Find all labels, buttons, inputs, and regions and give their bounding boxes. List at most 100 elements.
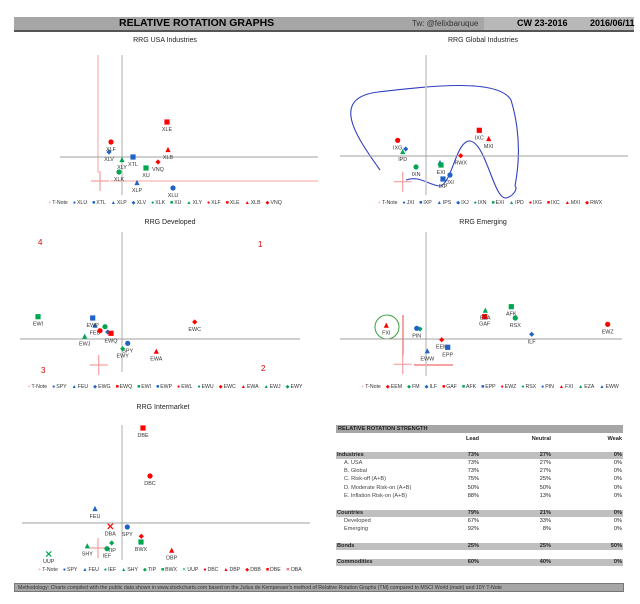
- legend-item: ▲IPD: [509, 200, 524, 206]
- square-marker-icon: ■: [115, 384, 119, 390]
- legend-item: ◆VNQ: [266, 200, 282, 206]
- legend-item: ✕DBA: [286, 567, 302, 573]
- chart-legend: +T-Note●XLU■XTL▲XLP◆XLV●XLK■XU▲XLY●XLF■X…: [48, 200, 282, 206]
- row-label: Industries: [337, 452, 364, 458]
- legend-label: T-Note: [52, 200, 68, 206]
- legend-label: EZA: [584, 384, 595, 390]
- weak-value: 0%: [613, 559, 622, 565]
- legend-label: ILF: [429, 384, 438, 390]
- legend-label: IXN: [477, 200, 487, 206]
- legend-item: ▲EWJ: [264, 384, 281, 390]
- legend-label: UUP: [187, 567, 199, 573]
- point-rwx: [458, 153, 464, 159]
- square-marker-icon: ■: [419, 200, 423, 206]
- weak-value: 0%: [613, 452, 622, 458]
- legend-item: ▲XLP: [111, 200, 127, 206]
- triangle-marker-icon: ▲: [436, 200, 442, 206]
- point-dbb: [138, 533, 144, 539]
- circle-marker-icon: ●: [72, 200, 76, 206]
- point-eww: [424, 348, 430, 354]
- circle-marker-icon: ●: [500, 384, 504, 390]
- point-label-dba: DBA: [105, 531, 116, 537]
- page-title: RELATIVE ROTATION GRAPHS: [119, 17, 275, 29]
- point-label-ewi: EWI: [33, 322, 43, 328]
- legend-item: ●RSX: [521, 384, 536, 390]
- circle-marker-icon: ●: [62, 567, 67, 573]
- point-label-eem: EEM: [436, 345, 448, 351]
- legend-label: DBA: [291, 567, 302, 573]
- point-uup: [45, 550, 52, 558]
- legend-item: ▲IPS: [437, 200, 452, 206]
- chart-title-developed: RRG Developed: [144, 219, 196, 226]
- lead-value: 88%: [467, 493, 479, 499]
- point-xle: [164, 119, 170, 125]
- point-label-xu: XU: [142, 173, 150, 179]
- legend-label: EEM: [390, 384, 403, 390]
- quadrant-label-4: 4: [38, 238, 43, 247]
- legend-label: JXI: [406, 200, 415, 206]
- point-label-ewj: EWJ: [79, 342, 91, 348]
- point-ewz: [605, 321, 611, 327]
- point-label-ewp: EWP: [87, 323, 100, 329]
- legend-item: ▲EWA: [241, 384, 259, 390]
- legend-item: ●JXI: [403, 200, 415, 206]
- legend-label: DBE: [270, 567, 281, 573]
- circle-marker-icon: ●: [528, 200, 532, 206]
- legend-item: ■IXP: [419, 200, 432, 206]
- legend-item: ◆DBB: [245, 567, 261, 573]
- point-afk: [508, 304, 514, 310]
- legend-label: FEU: [77, 384, 89, 390]
- legend-label: XTL: [96, 200, 106, 206]
- point-label-dbp: DBP: [166, 556, 177, 562]
- circle-marker-icon: ●: [473, 200, 477, 206]
- point-mxi: [486, 135, 492, 142]
- annotation-wave: [405, 140, 517, 199]
- legend-label: BWX: [165, 567, 177, 573]
- triangle-marker-icon: ▲: [263, 384, 269, 390]
- legend-label: VNQ: [270, 200, 282, 206]
- square-marker-icon: ■: [156, 384, 160, 390]
- point-label-xlp: XLP: [132, 188, 143, 194]
- legend-label: IXC: [551, 200, 560, 206]
- point-ief: [104, 546, 110, 552]
- legend-item: ●XLF: [207, 200, 221, 206]
- weak-value: 0%: [613, 493, 622, 499]
- point-label-fxi: FXI: [382, 331, 390, 337]
- point-label-rwx: RWX: [454, 161, 467, 167]
- plus-marker-icon: +: [27, 384, 31, 390]
- point-ixj: [403, 146, 409, 152]
- legend-item: ◆EEM: [386, 384, 402, 390]
- legend-label: EWG: [98, 384, 111, 390]
- legend-item: ▲FXI: [559, 384, 573, 390]
- point-label-tip: TIP: [108, 548, 117, 554]
- point-label-ixp: IXP: [439, 184, 448, 190]
- legend-item: ▲EWW: [599, 384, 618, 390]
- point-feu: [92, 322, 98, 328]
- point-label-vnq: VNQ: [152, 167, 164, 173]
- table-title-row: RELATIVE ROTATION STRENGTH: [336, 425, 623, 433]
- legend-label: EWC: [223, 384, 236, 390]
- chart-legend: +T-Note●JXI■IXP▲IPS◆IXJ●IXN■EXI▲IPD●IXG■…: [378, 200, 602, 206]
- methodology-footer: Methodology: Charts compiled with the pu…: [14, 583, 624, 592]
- point-label-ewz: EWZ: [602, 329, 615, 335]
- neutral-value: 27%: [539, 452, 551, 458]
- x-marker-icon: ✕: [285, 567, 291, 573]
- calendar-week: CW 23-2016: [517, 18, 568, 28]
- triangle-marker-icon: ▲: [509, 200, 515, 206]
- weak-value: 0%: [613, 485, 622, 491]
- point-ixp: [440, 176, 446, 182]
- point-epp: [445, 344, 451, 350]
- triangle-marker-icon: ▲: [223, 567, 229, 573]
- legend-item: ◆EWY: [286, 384, 303, 390]
- legend-item: ▲XLY: [186, 200, 202, 206]
- lead-value: 73%: [467, 460, 479, 466]
- point-xlb: [165, 146, 171, 153]
- point-ewq: [108, 330, 114, 336]
- triangle-marker-icon: ▲: [71, 384, 77, 390]
- point-ipd: [400, 148, 406, 155]
- row-label: Countries: [337, 510, 364, 516]
- legend-label: IPS: [442, 200, 452, 206]
- quadrant-label-3: 3: [41, 366, 46, 375]
- triangle-marker-icon: ▲: [578, 384, 584, 390]
